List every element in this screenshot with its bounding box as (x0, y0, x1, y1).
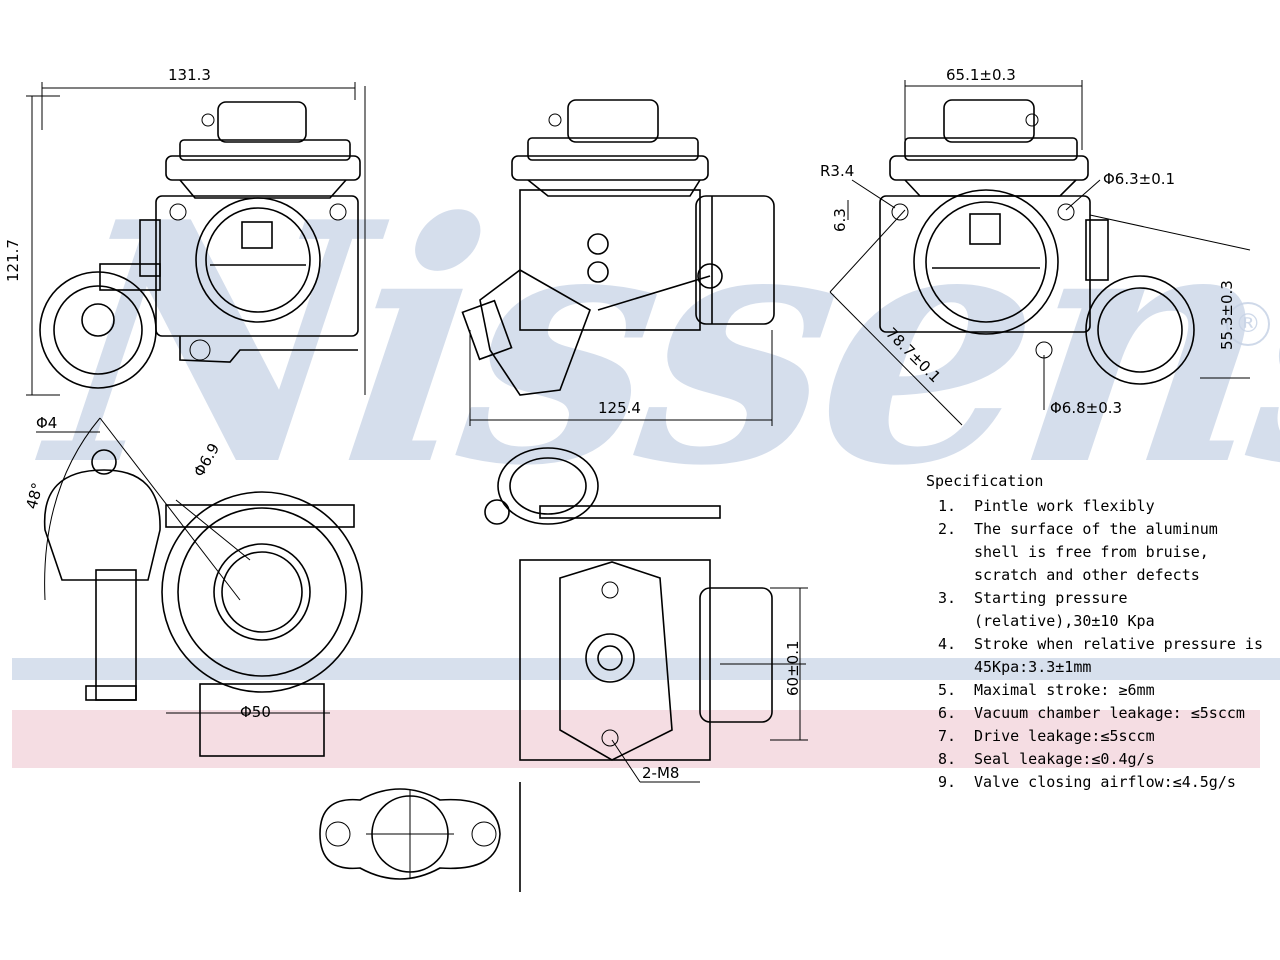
spec-item: 4.Stroke when relative pressure is 45Kpa… (938, 635, 1263, 676)
dim-flange-height: 60±0.1 (784, 640, 802, 696)
dim-outlet-dia: Φ50 (240, 703, 271, 721)
view-rear: 65.1±0.3 R3.4 6.3 Φ6.3±0.1 78.7±0.1 55.3… (820, 66, 1251, 426)
watermark-stripe-pink (12, 710, 1260, 768)
dim-diagonal: 78.7±0.1 (882, 324, 944, 386)
dim-actuator-height: 55.3±0.3 (1218, 280, 1236, 350)
dim-hole-dia-bottom: Φ6.8±0.3 (1050, 399, 1122, 417)
view-gasket (319, 782, 521, 892)
spec-item: 1.Pintle work flexibly (938, 497, 1155, 515)
dim-angle: 48° (22, 481, 46, 511)
spec-item: 9.Valve closing airflow:≤4.5g/s (938, 773, 1236, 791)
registered-mark: ® (1226, 302, 1270, 346)
spec-item: 2.The surface of the aluminum shell is f… (938, 520, 1218, 584)
view-side: 125.4 (461, 99, 775, 426)
dim-width-rear: 65.1±0.3 (946, 66, 1016, 84)
watermark-stripe-blue (12, 658, 1280, 680)
dim-hole-offset: 6.3 (831, 208, 849, 232)
spec-item: 5.Maximal stroke: ≥6mm (938, 681, 1155, 699)
dim-hole-dia-top: Φ6.3±0.1 (1103, 170, 1175, 188)
dim-radius: R3.4 (820, 162, 854, 180)
view-bottom-left: Φ4 48° Φ6.9 Φ50 (22, 414, 363, 757)
specification-title: Specification (926, 472, 1044, 490)
dim-length-side: 125.4 (598, 399, 641, 417)
view-front: 131.3 121.7 (4, 66, 366, 396)
dim-pin-dia: Φ4 (36, 414, 57, 432)
dim-bore-dia: Φ6.9 (190, 440, 223, 480)
spec-item: 6.Vacuum chamber leakage: ≤5sccm (938, 704, 1245, 722)
specification-list: 1.Pintle work flexibly 2.The surface of … (926, 495, 1271, 794)
specification-panel: Specification 1.Pintle work flexibly 2.T… (926, 470, 1271, 794)
dim-width-front: 131.3 (168, 66, 211, 84)
view-bottom-middle: 60±0.1 2-M8 (484, 447, 808, 783)
dim-height-front: 121.7 (4, 239, 22, 282)
dim-bolt-thread: 2-M8 (642, 764, 679, 782)
spec-item: 3.Starting pressure (relative),30±10 Kpa (938, 589, 1155, 630)
spec-item: 7.Drive leakage:≤5sccm (938, 727, 1155, 745)
spec-item: 8.Seal leakage:≤0.4g/s (938, 750, 1155, 768)
